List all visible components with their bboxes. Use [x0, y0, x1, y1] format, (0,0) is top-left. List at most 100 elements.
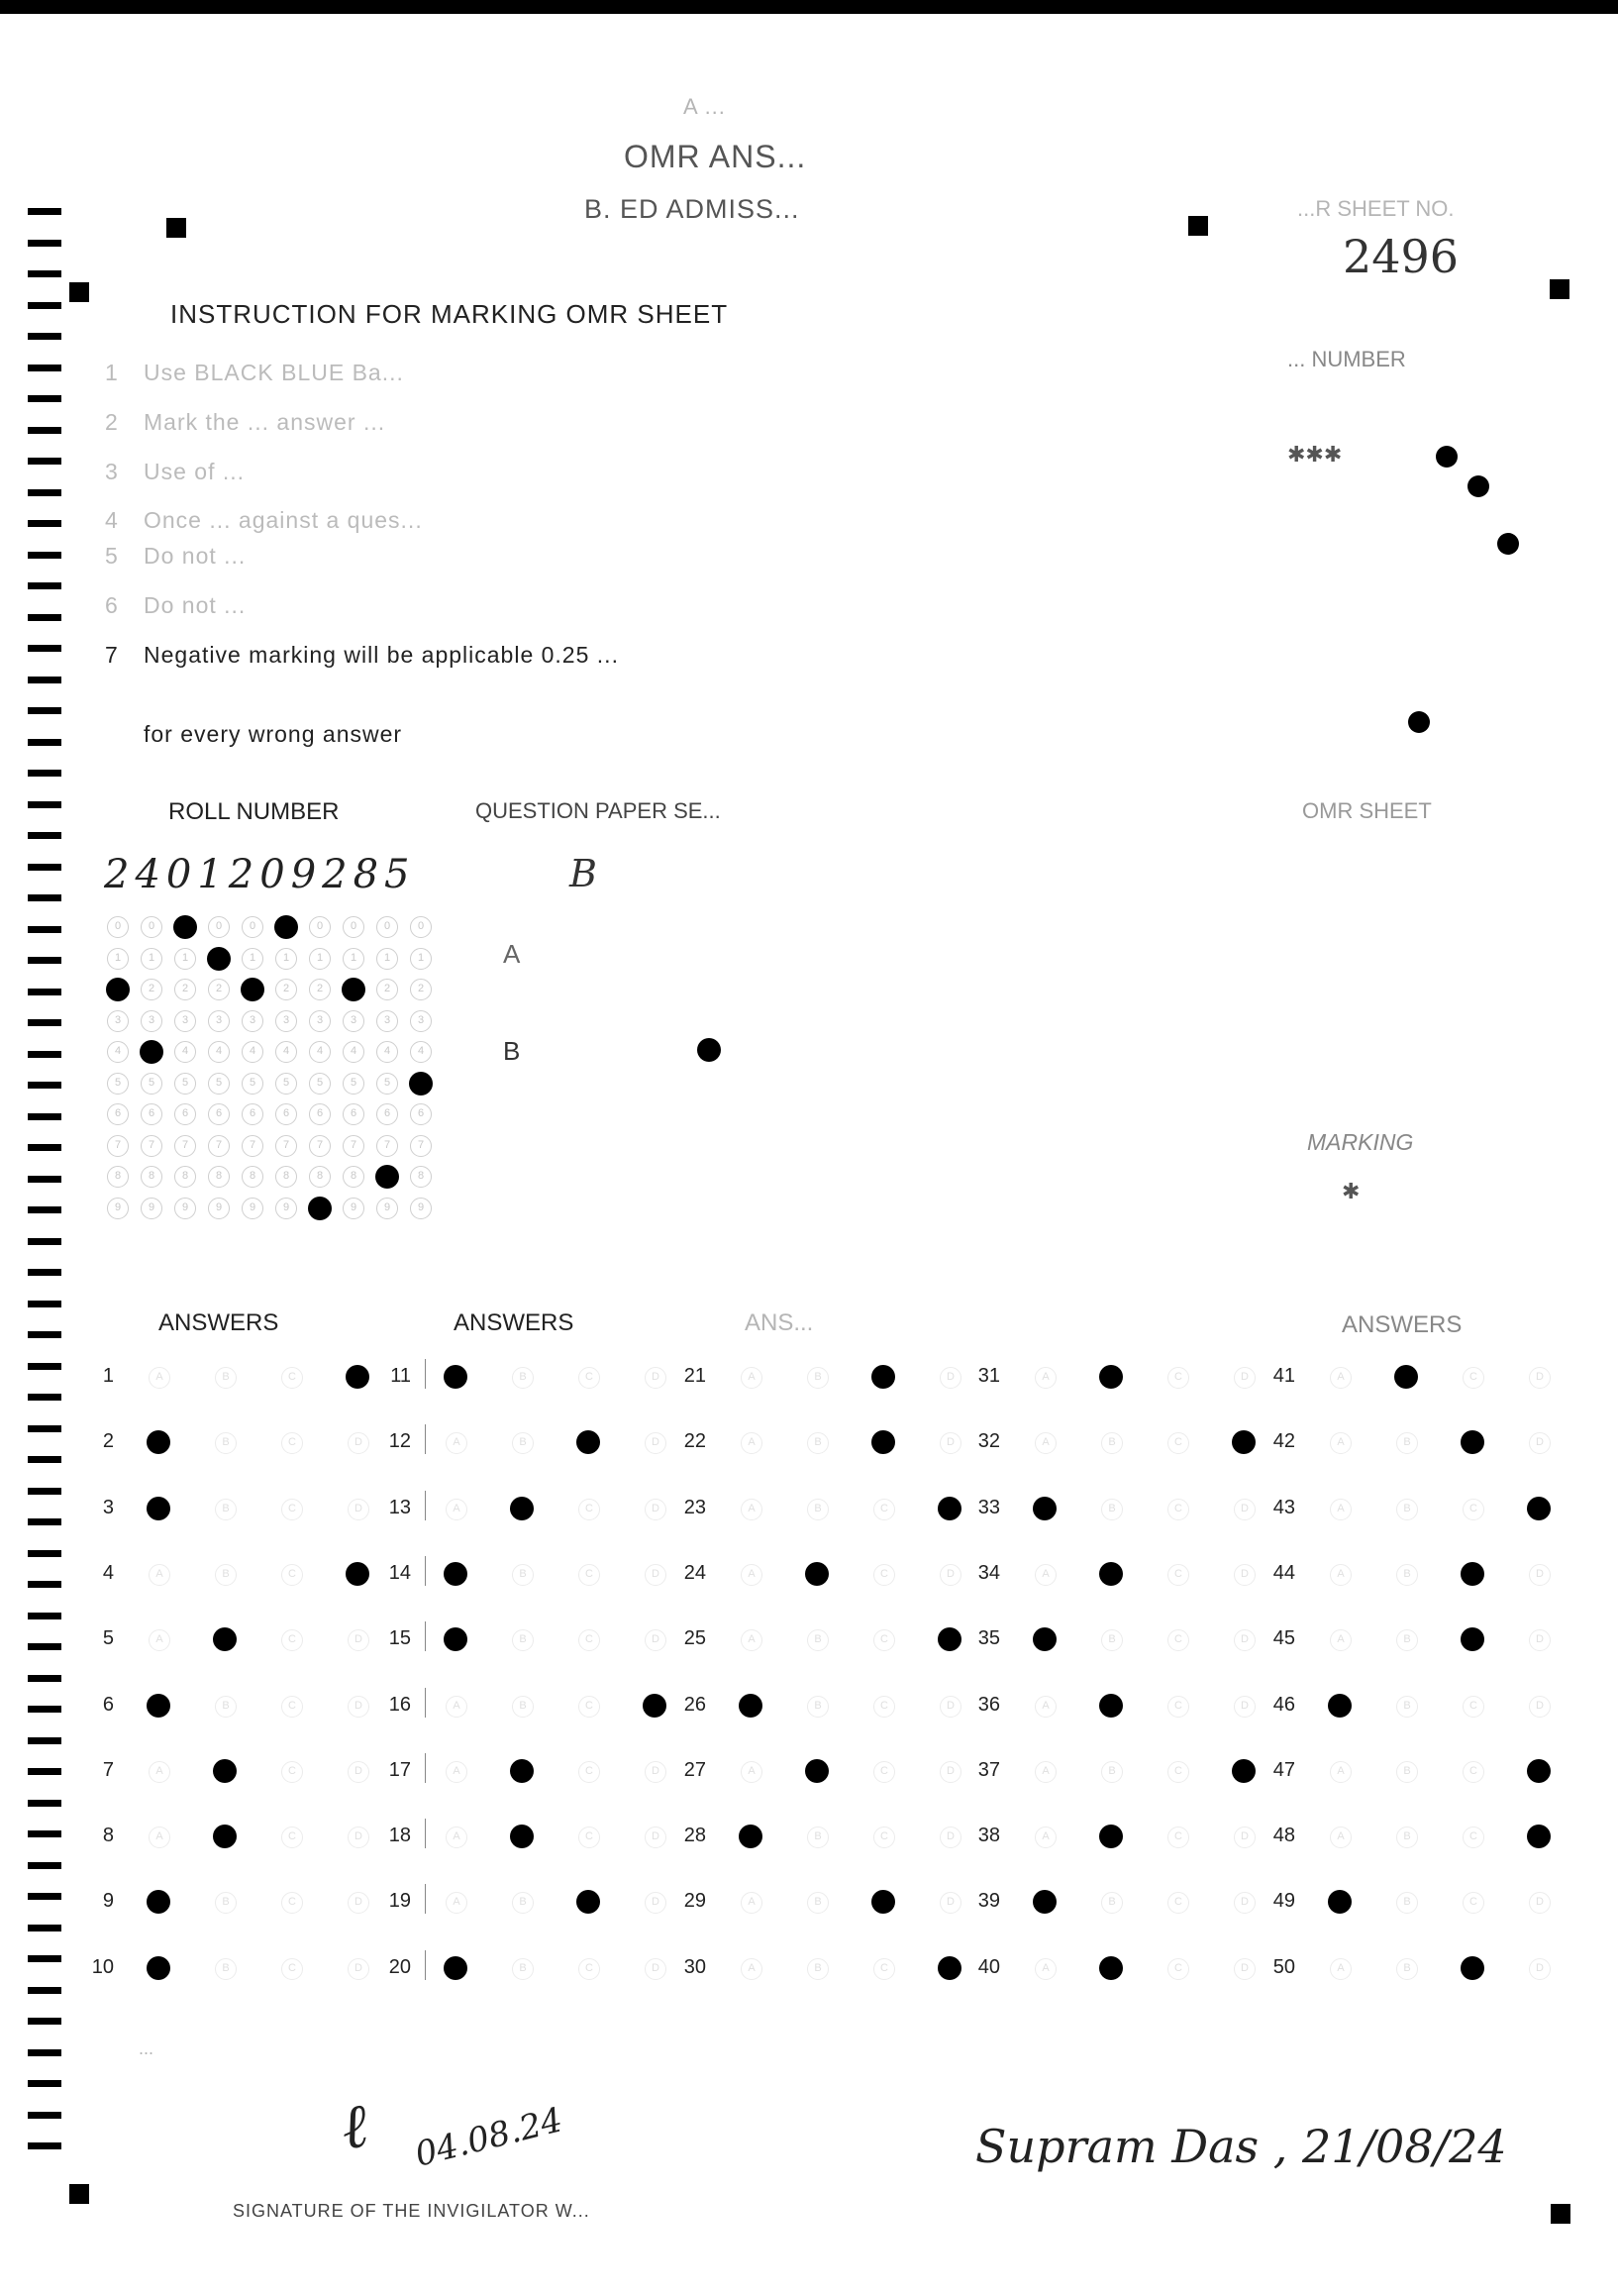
answer-bubble[interactable]: D — [1529, 1957, 1551, 1980]
answer-bubble[interactable]: A — [1035, 1957, 1057, 1980]
answer-bubble[interactable]: B — [512, 1892, 534, 1915]
roll-digit-bubble[interactable]: 8 — [174, 1166, 196, 1188]
answer-bubble[interactable]: D — [940, 1826, 961, 1849]
answer-bubble[interactable]: C — [578, 1563, 600, 1586]
roll-digit-bubble[interactable]: 0 — [376, 916, 398, 938]
answer-bubble[interactable]: A — [149, 1760, 170, 1783]
answer-bubble[interactable]: B — [807, 1367, 829, 1389]
roll-digit-bubble[interactable]: 8 — [309, 1166, 331, 1188]
roll-digit-bubble[interactable]: 8 — [242, 1166, 263, 1188]
answer-bubble[interactable]: C — [578, 1695, 600, 1718]
answer-bubble[interactable]: B — [215, 1498, 237, 1520]
answer-bubble[interactable]: C — [1167, 1367, 1189, 1389]
answer-bubble[interactable]: B — [807, 1892, 829, 1915]
roll-digit-bubble[interactable]: 1 — [343, 947, 364, 970]
answer-bubble[interactable]: A — [1330, 1957, 1352, 1980]
roll-digit-bubble[interactable]: 7 — [107, 1134, 129, 1157]
answer-bubble[interactable]: B — [512, 1629, 534, 1652]
roll-digit-bubble[interactable]: 2 — [376, 979, 398, 1000]
roll-digit-bubble[interactable]: 9 — [376, 1197, 398, 1219]
roll-digit-bubble[interactable]: 7 — [275, 1134, 297, 1157]
roll-digit-bubble[interactable]: 3 — [141, 1009, 162, 1032]
answer-bubble[interactable]: C — [873, 1498, 895, 1520]
answer-bubble[interactable]: B — [807, 1695, 829, 1718]
answer-bubble[interactable]: D — [1234, 1695, 1256, 1718]
answer-bubble[interactable]: A — [149, 1563, 170, 1586]
answer-bubble[interactable]: C — [1167, 1892, 1189, 1915]
roll-digit-bubble[interactable]: 7 — [410, 1134, 432, 1157]
roll-digit-bubble[interactable]: 3 — [208, 1009, 230, 1032]
answer-bubble[interactable]: B — [1396, 1695, 1418, 1718]
answer-bubble[interactable]: B — [807, 1826, 829, 1849]
answer-bubble[interactable]: C — [1463, 1695, 1484, 1718]
roll-digit-bubble[interactable]: 6 — [410, 1103, 432, 1125]
answer-bubble[interactable]: D — [1529, 1629, 1551, 1652]
roll-digit-bubble[interactable]: 9 — [208, 1197, 230, 1219]
roll-digit-bubble[interactable]: 9 — [343, 1197, 364, 1219]
answer-bubble[interactable]: A — [741, 1629, 762, 1652]
roll-digit-bubble[interactable]: 8 — [208, 1166, 230, 1188]
answer-bubble[interactable]: D — [1234, 1957, 1256, 1980]
answer-bubble[interactable]: C — [281, 1760, 303, 1783]
answer-bubble[interactable]: A — [1035, 1367, 1057, 1389]
answer-bubble[interactable]: A — [741, 1367, 762, 1389]
roll-digit-bubble[interactable]: 9 — [107, 1197, 129, 1219]
answer-bubble[interactable]: B — [512, 1367, 534, 1389]
roll-digit-bubble[interactable]: 0 — [141, 916, 162, 938]
answer-bubble[interactable]: D — [1234, 1892, 1256, 1915]
answer-bubble[interactable]: B — [807, 1629, 829, 1652]
answer-bubble[interactable]: D — [940, 1432, 961, 1455]
answer-bubble[interactable]: D — [645, 1498, 666, 1520]
answer-bubble[interactable]: C — [1463, 1498, 1484, 1520]
roll-digit-bubble[interactable]: 5 — [107, 1072, 129, 1095]
answer-bubble[interactable]: A — [446, 1695, 467, 1718]
answer-bubble[interactable]: D — [1234, 1367, 1256, 1389]
roll-digit-bubble[interactable]: 4 — [275, 1041, 297, 1063]
roll-digit-bubble[interactable]: 6 — [107, 1103, 129, 1125]
answer-bubble[interactable]: C — [281, 1432, 303, 1455]
answer-bubble[interactable]: C — [873, 1760, 895, 1783]
roll-digit-bubble[interactable]: 2 — [141, 979, 162, 1000]
answer-bubble[interactable]: C — [578, 1629, 600, 1652]
answer-bubble[interactable]: D — [1529, 1563, 1551, 1586]
roll-digit-bubble[interactable]: 0 — [309, 916, 331, 938]
roll-digit-bubble[interactable]: 3 — [275, 1009, 297, 1032]
roll-digit-bubble[interactable]: 6 — [174, 1103, 196, 1125]
answer-bubble[interactable]: D — [645, 1957, 666, 1980]
answer-bubble[interactable]: D — [940, 1563, 961, 1586]
answer-bubble[interactable]: B — [512, 1957, 534, 1980]
roll-digit-bubble[interactable]: 5 — [275, 1072, 297, 1095]
roll-digit-bubble[interactable]: 3 — [174, 1009, 196, 1032]
answer-bubble[interactable]: C — [281, 1629, 303, 1652]
answer-bubble[interactable]: C — [1167, 1498, 1189, 1520]
answer-bubble[interactable]: A — [741, 1498, 762, 1520]
answer-bubble[interactable]: B — [512, 1695, 534, 1718]
answer-bubble[interactable]: C — [1463, 1367, 1484, 1389]
answer-bubble[interactable]: B — [1396, 1892, 1418, 1915]
roll-digit-bubble[interactable]: 1 — [410, 947, 432, 970]
roll-digit-bubble[interactable]: 7 — [309, 1134, 331, 1157]
answer-bubble[interactable]: D — [348, 1498, 369, 1520]
answer-bubble[interactable]: C — [1167, 1629, 1189, 1652]
answer-bubble[interactable]: B — [215, 1892, 237, 1915]
answer-bubble[interactable]: A — [741, 1957, 762, 1980]
answer-bubble[interactable]: A — [1035, 1760, 1057, 1783]
answer-bubble[interactable]: D — [348, 1760, 369, 1783]
answer-bubble[interactable]: A — [1035, 1432, 1057, 1455]
roll-digit-bubble[interactable]: 6 — [275, 1103, 297, 1125]
answer-bubble[interactable]: B — [1101, 1892, 1123, 1915]
roll-digit-bubble[interactable]: 0 — [208, 916, 230, 938]
answer-bubble[interactable]: A — [446, 1826, 467, 1849]
answer-bubble[interactable]: A — [149, 1826, 170, 1849]
roll-digit-bubble[interactable]: 4 — [242, 1041, 263, 1063]
answer-bubble[interactable]: B — [1101, 1432, 1123, 1455]
answer-bubble[interactable]: D — [1234, 1563, 1256, 1586]
answer-bubble[interactable]: A — [446, 1432, 467, 1455]
roll-digit-bubble[interactable]: 8 — [107, 1166, 129, 1188]
answer-bubble[interactable]: D — [1529, 1695, 1551, 1718]
answer-bubble[interactable]: C — [281, 1695, 303, 1718]
answer-bubble[interactable]: C — [873, 1563, 895, 1586]
answer-bubble[interactable]: B — [807, 1957, 829, 1980]
roll-digit-bubble[interactable]: 1 — [376, 947, 398, 970]
roll-digit-bubble[interactable]: 3 — [242, 1009, 263, 1032]
